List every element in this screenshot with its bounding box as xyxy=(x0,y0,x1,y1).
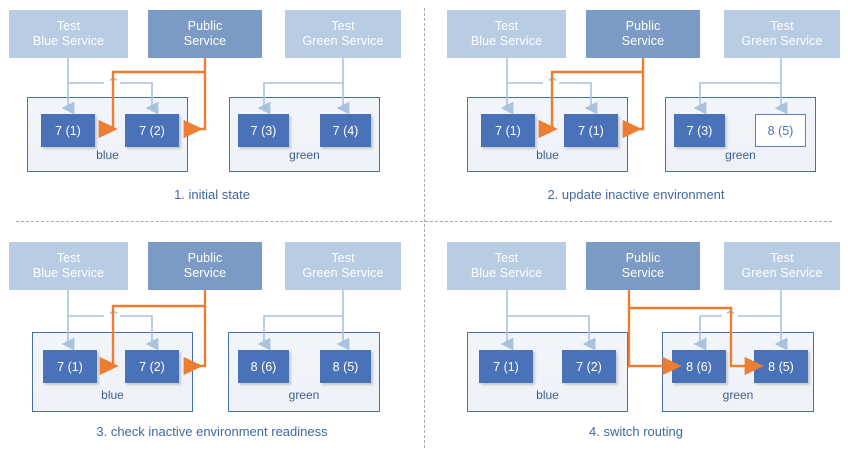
service-test-blue: Test Blue Service xyxy=(9,10,128,58)
service-test-blue: Test Blue Service xyxy=(447,242,566,290)
instance-node: 7 (1) xyxy=(564,114,618,147)
service-test-blue-line2: Blue Service xyxy=(470,266,543,280)
service-public: Public Service xyxy=(148,242,262,290)
panel-caption: 1. initial state xyxy=(174,187,250,202)
panel-caption: 2. update inactive environment xyxy=(547,187,725,202)
environment-green-label: green xyxy=(725,148,756,162)
connector-wires xyxy=(61,290,350,376)
environment-green-label: green xyxy=(288,388,320,402)
service-test-green: Test Green Service xyxy=(285,10,401,58)
service-public: Public Service xyxy=(586,10,700,58)
service-test-green-line2: Green Service xyxy=(741,266,823,280)
service-public-line2: Service xyxy=(621,34,665,48)
instance-node: 7 (2) xyxy=(125,114,179,147)
instance-node: 8 (5) xyxy=(755,114,806,147)
instance-node: 8 (6) xyxy=(238,350,289,383)
instance-node: 7 (1) xyxy=(43,350,97,383)
service-public: Public Service xyxy=(148,10,262,58)
environment-blue-label: blue xyxy=(536,148,559,162)
service-test-green-line2: Green Service xyxy=(302,266,384,280)
service-test-blue: Test Blue Service xyxy=(447,10,566,58)
instance-node: 7 (3) xyxy=(674,114,725,147)
panel-3: Test Blue Service Public Service Test Gr… xyxy=(0,228,424,456)
panel-4: Test Blue Service Public Service Test Gr… xyxy=(424,228,848,456)
environment-blue-label: blue xyxy=(96,148,119,162)
service-test-blue-line2: Blue Service xyxy=(470,34,543,48)
environment-blue-label: blue xyxy=(536,388,559,402)
service-test-green: Test Green Service xyxy=(285,242,401,290)
service-public-line2: Service xyxy=(621,266,665,280)
service-public-line1: Public xyxy=(187,251,223,265)
service-test-blue: Test Blue Service xyxy=(9,242,128,290)
environment-green-label: green xyxy=(722,388,754,402)
service-test-green-line1: Test xyxy=(331,251,355,265)
panel-caption: 4. switch routing xyxy=(589,424,683,439)
service-test-blue-line2: Blue Service xyxy=(32,34,105,48)
environment-green-label: green xyxy=(289,148,320,162)
connector-wires xyxy=(61,58,350,139)
service-test-green-line2: Green Service xyxy=(741,34,823,48)
panel-2: Test Blue Service Public Service Test Gr… xyxy=(424,0,848,228)
service-test-blue-line1: Test xyxy=(494,19,519,33)
instance-node: 7 (1) xyxy=(41,114,95,147)
service-public-line2: Service xyxy=(183,266,227,280)
service-test-green: Test Green Service xyxy=(724,242,840,290)
connector-wires xyxy=(500,290,788,376)
service-test-green-line1: Test xyxy=(770,19,794,33)
instance-node: 7 (2) xyxy=(562,350,616,383)
instance-node: 7 (3) xyxy=(238,114,289,147)
instance-node: 7 (2) xyxy=(125,350,179,383)
instance-node: 7 (4) xyxy=(320,114,371,147)
instance-node: 8 (5) xyxy=(320,350,371,383)
service-public-line1: Public xyxy=(625,19,661,33)
service-public-line2: Service xyxy=(183,34,227,48)
environment-blue-label: blue xyxy=(101,388,124,402)
service-test-blue-line2: Blue Service xyxy=(32,266,105,280)
service-public-line1: Public xyxy=(625,251,661,265)
divider-vertical xyxy=(424,8,425,448)
service-test-green-line1: Test xyxy=(331,19,355,33)
panel-1: Test Blue Service Public Service Test Gr… xyxy=(0,0,424,228)
instance-node: 7 (1) xyxy=(481,114,535,147)
service-test-green-line2: Green Service xyxy=(302,34,384,48)
service-test-green: Test Green Service xyxy=(724,10,840,58)
connector-wires xyxy=(500,58,788,139)
service-public: Public Service xyxy=(586,242,700,290)
service-test-blue-line1: Test xyxy=(56,19,81,33)
instance-node: 7 (1) xyxy=(479,350,533,383)
panel-caption: 3. check inactive environment readiness xyxy=(96,424,328,439)
service-test-blue-line1: Test xyxy=(494,251,519,265)
service-test-blue-line1: Test xyxy=(56,251,81,265)
service-test-green-line1: Test xyxy=(770,251,794,265)
service-public-line1: Public xyxy=(187,19,223,33)
